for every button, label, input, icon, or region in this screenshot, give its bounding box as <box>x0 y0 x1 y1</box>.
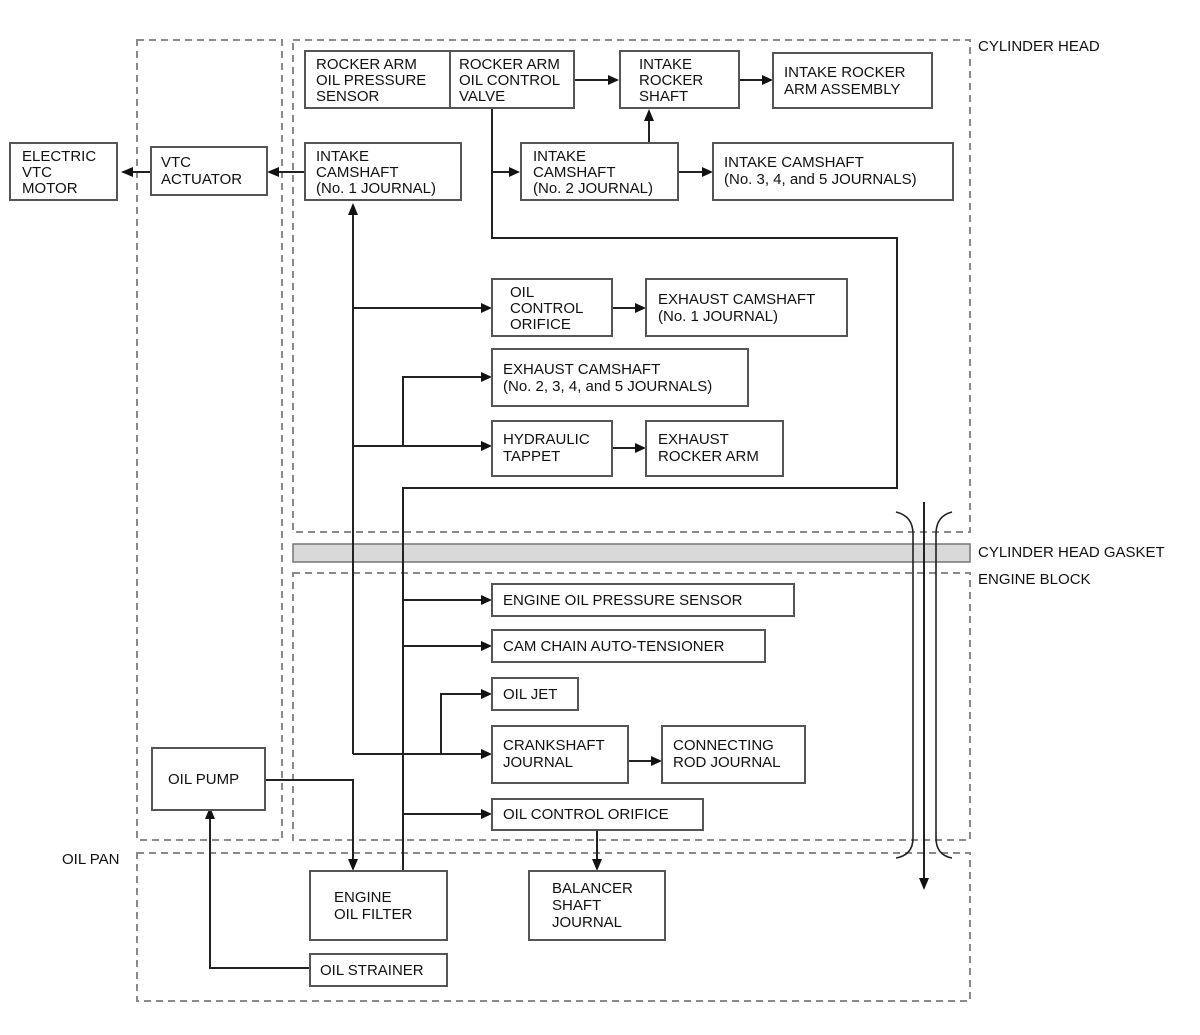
balancer-shaft-journal-line-2: SHAFT <box>552 897 601 914</box>
rocker-arm-oil-pressure-sensor-box: ROCKER ARM OIL PRESSURE SENSOR <box>304 50 451 109</box>
intake-camshaft-no345-line-1: INTAKE CAMSHAFT <box>724 154 864 171</box>
oil-control-orifice-head-line-1: OIL <box>510 284 534 301</box>
exhaust-camshaft-no1-line-1: EXHAUST CAMSHAFT <box>658 291 815 308</box>
exhaust-rocker-arm-line-2: ROCKER ARM <box>658 448 759 465</box>
left-auxiliary-zone <box>136 39 283 841</box>
crankshaft-journal-line-1: CRANKSHAFT <box>503 737 605 754</box>
oil-pump-label: OIL PUMP <box>168 771 239 788</box>
oil-jet-box: OIL JET <box>491 677 579 711</box>
oil-flow-lines <box>121 75 898 969</box>
intake-camshaft-no2-line-3: (No. 2 JOURNAL) <box>533 180 653 197</box>
hydraulic-tappet-line-1: HYDRAULIC <box>503 431 590 448</box>
balancer-shaft-journal-box: BALANCER SHAFT JOURNAL <box>528 870 666 941</box>
oil-control-orifice-head-line-2: CONTROL <box>510 300 583 317</box>
hydraulic-tappet-box: HYDRAULIC TAPPET <box>491 420 613 477</box>
intake-camshaft-no345-box: INTAKE CAMSHAFT (No. 3, 4, and 5 JOURNAL… <box>712 142 954 201</box>
connecting-rod-journal-line-1: CONNECTING <box>673 737 774 754</box>
oil-jet-label: OIL JET <box>503 686 557 703</box>
engine-block-label: ENGINE BLOCK <box>978 571 1091 588</box>
intake-rocker-shaft-line-3: SHAFT <box>639 88 688 105</box>
intake-rocker-arm-assembly-line-1: INTAKE ROCKER <box>784 64 906 81</box>
intake-rocker-arm-assembly-line-2: ARM ASSEMBLY <box>784 81 900 98</box>
oil-pump-box: OIL PUMP <box>151 747 266 811</box>
exhaust-camshaft-no1-box: EXHAUST CAMSHAFT (No. 1 JOURNAL) <box>645 278 848 337</box>
oil-drain-passage <box>895 502 953 890</box>
exhaust-rocker-arm-line-1: EXHAUST <box>658 431 729 448</box>
oil-pan-zone <box>136 852 971 1002</box>
rocker-arm-oil-control-valve-box: ROCKER ARM OIL CONTROL VALVE <box>449 50 575 109</box>
rocker-arm-oil-pressure-sensor-line-3: SENSOR <box>316 88 380 105</box>
intake-camshaft-no1-line-1: INTAKE <box>316 148 369 165</box>
balancer-shaft-journal-line-3: JOURNAL <box>552 914 622 931</box>
intake-camshaft-no1-line-3: (No. 1 JOURNAL) <box>316 180 436 197</box>
rocker-arm-oil-pressure-sensor-line-2: OIL PRESSURE <box>316 72 426 89</box>
intake-rocker-arm-assembly-box: INTAKE ROCKER ARM ASSEMBLY <box>772 52 933 109</box>
oil-strainer-box: OIL STRAINER <box>309 953 448 987</box>
intake-camshaft-no1-line-2: CAMSHAFT <box>316 164 399 181</box>
cylinder-head-zone <box>292 39 971 533</box>
crankshaft-journal-line-2: JOURNAL <box>503 754 573 771</box>
crankshaft-journal-box: CRANKSHAFT JOURNAL <box>491 725 629 784</box>
engine-oil-pressure-sensor-box: ENGINE OIL PRESSURE SENSOR <box>491 583 795 617</box>
electric-vtc-motor-line-3: MOTOR <box>22 180 78 197</box>
connecting-rod-journal-box: CONNECTING ROD JOURNAL <box>661 725 806 784</box>
intake-camshaft-no2-line-1: INTAKE <box>533 148 586 165</box>
intake-rocker-shaft-line-2: ROCKER <box>639 72 703 89</box>
vtc-actuator-box: VTC ACTUATOR <box>150 146 268 196</box>
exhaust-camshaft-no2345-line-1: EXHAUST CAMSHAFT <box>503 361 660 378</box>
oil-pan-label: OIL PAN <box>62 851 120 868</box>
cam-chain-auto-tensioner-box: CAM CHAIN AUTO-TENSIONER <box>491 629 766 663</box>
engine-oil-pressure-sensor-label: ENGINE OIL PRESSURE SENSOR <box>503 592 743 609</box>
connecting-rod-journal-line-2: ROD JOURNAL <box>673 754 781 771</box>
electric-vtc-motor-line-2: VTC <box>22 164 52 181</box>
engine-block-zone <box>292 572 971 841</box>
exhaust-rocker-arm-box: EXHAUST ROCKER ARM <box>645 420 784 477</box>
cam-chain-auto-tensioner-label: CAM CHAIN AUTO-TENSIONER <box>503 638 725 655</box>
intake-camshaft-no2-line-2: CAMSHAFT <box>533 164 616 181</box>
vtc-actuator-line-2: ACTUATOR <box>161 171 242 188</box>
electric-vtc-motor-box: ELECTRIC VTC MOTOR <box>9 142 118 201</box>
vtc-actuator-line-1: VTC <box>161 154 191 171</box>
exhaust-camshaft-no2345-line-2: (No. 2, 3, 4, and 5 JOURNALS) <box>503 378 712 395</box>
engine-oil-filter-line-2: OIL FILTER <box>334 906 413 923</box>
cylinder-head-gasket-label: CYLINDER HEAD GASKET <box>978 544 1165 561</box>
rocker-arm-oil-pressure-sensor-line-1: ROCKER ARM <box>316 56 417 73</box>
oil-control-orifice-block-label: OIL CONTROL ORIFICE <box>503 806 669 823</box>
intake-camshaft-no2-box: INTAKE CAMSHAFT (No. 2 JOURNAL) <box>520 142 679 201</box>
intake-camshaft-no1-box: INTAKE CAMSHAFT (No. 1 JOURNAL) <box>304 142 462 201</box>
intake-camshaft-no345-line-2: (No. 3, 4, and 5 JOURNALS) <box>724 171 917 188</box>
rocker-arm-oil-control-valve-line-3: VALVE <box>459 88 505 105</box>
hydraulic-tappet-line-2: TAPPET <box>503 448 560 465</box>
intake-rocker-shaft-box: INTAKE ROCKER SHAFT <box>619 50 740 109</box>
rocker-arm-oil-control-valve-line-2: OIL CONTROL <box>459 72 560 89</box>
oil-control-orifice-head-line-3: ORIFICE <box>510 316 571 333</box>
intake-rocker-shaft-line-1: INTAKE <box>639 56 692 73</box>
oil-control-orifice-block-box: OIL CONTROL ORIFICE <box>491 798 704 831</box>
exhaust-camshaft-no1-line-2: (No. 1 JOURNAL) <box>658 308 778 325</box>
oil-control-orifice-head-box: OIL CONTROL ORIFICE <box>491 278 613 337</box>
rocker-arm-oil-control-valve-line-1: ROCKER ARM <box>459 56 560 73</box>
electric-vtc-motor-line-1: ELECTRIC <box>22 148 96 165</box>
exhaust-camshaft-no2345-box: EXHAUST CAMSHAFT (No. 2, 3, 4, and 5 JOU… <box>491 348 749 407</box>
engine-oil-filter-line-1: ENGINE <box>334 889 392 906</box>
cylinder-head-label: CYLINDER HEAD <box>978 38 1100 55</box>
balancer-shaft-journal-line-1: BALANCER <box>552 880 633 897</box>
engine-oil-filter-box: ENGINE OIL FILTER <box>309 870 448 941</box>
oil-strainer-label: OIL STRAINER <box>320 962 424 979</box>
cylinder-head-gasket-band <box>292 543 971 563</box>
